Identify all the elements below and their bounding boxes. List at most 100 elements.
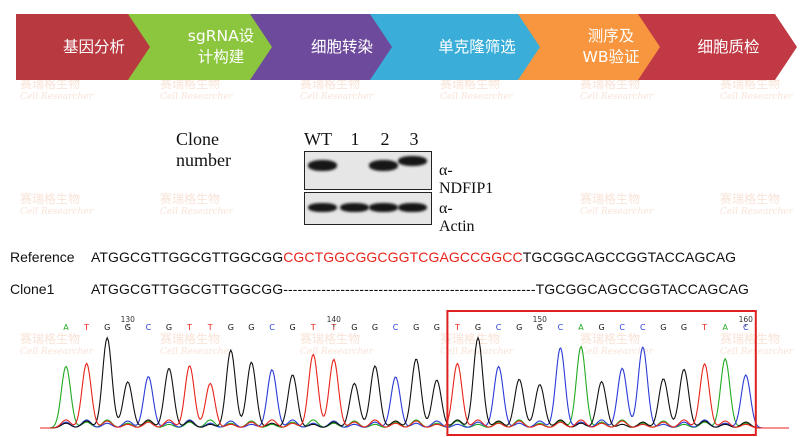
blot-band [369,160,398,171]
chromatogram-highlight-box [446,310,757,436]
chromatogram-base-letter: G [351,323,357,332]
watermark-english: Cell Researcher [720,207,794,217]
chromatogram-base-letter: G [660,323,666,332]
watermark-english: Cell Researcher [440,92,514,102]
chromatogram-base-letter: C [393,323,399,332]
reference-prefix: ATGGCGTTGGCGTTGGCGG [91,249,284,265]
chromatogram-position-label: 150 [533,315,548,324]
workflow-arrow [250,14,412,80]
chromatogram-base-letter: A [578,323,584,332]
watermark-english: Cell Researcher [580,207,654,217]
watermark-english: Cell Researcher [300,92,374,102]
blot-band [369,203,398,212]
chromatogram-base-letter: T [454,323,460,332]
chromatogram-base-letter: G [475,323,481,332]
chromatogram-position-label: 140 [327,315,342,324]
reference-sequence: ATGGCGTTGGCGTTGGCGGCGCTGGCGGCGGTCGAGCCGG… [91,249,736,265]
chromatogram-base-letter: G [681,323,687,332]
chromatogram-trace-a [40,345,789,429]
blot-band [308,160,337,171]
chromatogram-position-label: 160 [739,315,754,324]
chromatogram-base-letter: T [330,323,336,332]
chromatogram-base-letter: T [186,323,192,332]
chromatogram-base-letter: G [537,323,543,332]
chromatogram-base-letter: G [166,323,172,332]
chromatogram-base-letter: C [146,323,152,332]
chromatogram-base-letter: G [228,323,234,332]
clone-number-label: Clone number [176,129,231,170]
watermark-chinese: 赛瑞格生物 [160,192,221,206]
clone-name: Clone1 [10,281,55,297]
blot-band [340,203,369,212]
lane-label-3: 3 [409,129,419,149]
chromatogram-base-letter: C [558,323,564,332]
chromatogram-base-letter: G [289,323,295,332]
watermark-english: Cell Researcher [20,92,94,102]
watermark-english: Cell Researcher [160,207,234,217]
workflow-step-label: 细胞转染 [310,37,373,56]
chromatogram-trace-g [40,336,789,429]
chromatogram-base-letter: C [640,323,646,332]
blot-band [398,156,427,166]
chromatogram-base-letter: G [516,323,522,332]
watermark-english: Cell Researcher [720,92,794,102]
lane-label-wt: WT [304,129,332,149]
watermark-english: Cell Researcher [580,92,654,102]
chromatogram-base-letter: G [104,323,110,332]
workflow-step-label: sgRNA设 计构建 [187,27,255,66]
lane-label-1: 1 [350,129,360,149]
clone-suffix: TGCGGCAGCCGGTACCAGCAG [535,281,749,297]
clone-prefix: ATGGCGTTGGCGTTGGCGG [91,281,284,297]
chromatogram-base-letter: G [372,323,378,332]
watermark-chinese: 赛瑞格生物 [20,192,81,206]
chromatogram-base-letter: G [248,323,254,332]
watermark-english: Cell Researcher [160,92,234,102]
chromatogram-trace-t [40,353,789,429]
watermark-chinese: 赛瑞格生物 [720,192,781,206]
blot-ndfip1 [304,151,432,190]
chromatogram-base-letter: T [207,323,213,332]
chromatogram-trace-c [40,346,789,429]
workflow-arrows [16,14,797,80]
reference-name: Reference [10,249,75,265]
workflow-arrow [128,14,292,80]
blot-actin [304,192,432,225]
chromatogram-base-letter: C [619,323,625,332]
lane-label-2: 2 [380,129,390,149]
watermark-english: Cell Researcher [20,207,94,217]
chromatogram-base-letter: C [743,323,749,332]
chromatogram-base-letter: T [701,323,707,332]
blot-band [398,203,427,212]
watermark-chinese: 赛瑞格生物 [580,192,641,206]
protein-label-actin: α-Actin [439,200,475,235]
workflow-arrow [370,14,562,80]
reference-suffix: TGCGGCAGCCGGTACCAGCAG [522,249,737,265]
workflow-step-label: 细胞质检 [697,37,760,56]
reference-deleted-region: CGCTGGCGGCGGTCGAGCCGGCC [283,249,523,265]
protein-label-ndfip1: α-NDFIP1 [439,162,494,197]
workflow-arrow [638,14,797,80]
chromatogram-base-letter: G [598,323,604,332]
chromatogram-base-letter: T [310,323,316,332]
workflow-step-label: 单克隆筛选 [438,37,516,56]
workflow-arrow [518,14,682,80]
chromatogram-base-letter: G [434,323,440,332]
chromatogram-base-letter: A [63,323,69,332]
workflow-step-label: 测序及 WB验证 [582,27,640,66]
chromatogram-base-letter: A [722,323,728,332]
workflow-arrow [16,14,172,80]
chromatogram-base-letter: G [125,323,131,332]
chromatogram-base-letter: C [269,323,275,332]
clone-gap: ----------------------------------------… [283,281,536,297]
chromatogram-base-letter: C [496,323,502,332]
clone-sequence: ATGGCGTTGGCGTTGGCGG---------------------… [91,281,749,297]
chromatogram-base-letter: T [83,323,89,332]
chromatogram-base-letter: G [413,323,419,332]
blot-band [308,203,337,212]
workflow-step-label: 基因分析 [62,37,125,56]
